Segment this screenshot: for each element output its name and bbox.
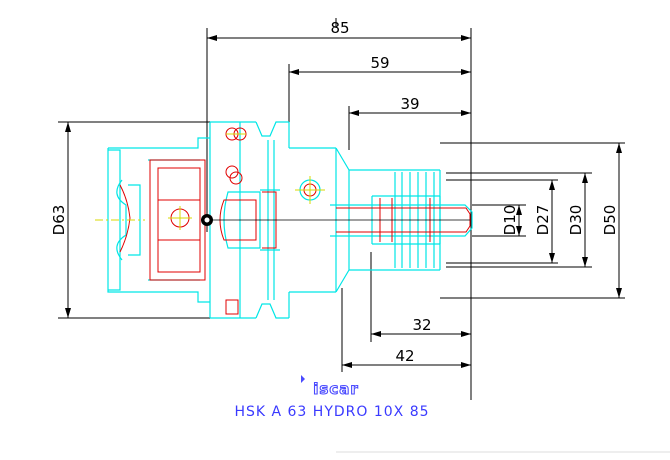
dimension-arrows (65, 35, 622, 368)
logo-wordmark: iscar (313, 380, 358, 398)
dim-d50: D50 (601, 205, 619, 236)
dimension-lines (58, 18, 670, 453)
dim-d63: D63 (50, 205, 68, 236)
tool-caption: HSK A 63 HYDRO 10X 85 (234, 404, 429, 420)
dim-32: 32 (412, 316, 431, 334)
iscar-logo: iscar (301, 375, 358, 399)
center-lines (95, 133, 325, 230)
dim-d10: D10 (501, 205, 519, 236)
dim-42: 42 (395, 347, 414, 365)
dim-d27: D27 (534, 205, 552, 236)
dim-85: 85 (330, 19, 349, 37)
dim-d30: D30 (567, 205, 585, 236)
dim-59: 59 (370, 54, 389, 72)
dim-39: 39 (400, 95, 419, 113)
